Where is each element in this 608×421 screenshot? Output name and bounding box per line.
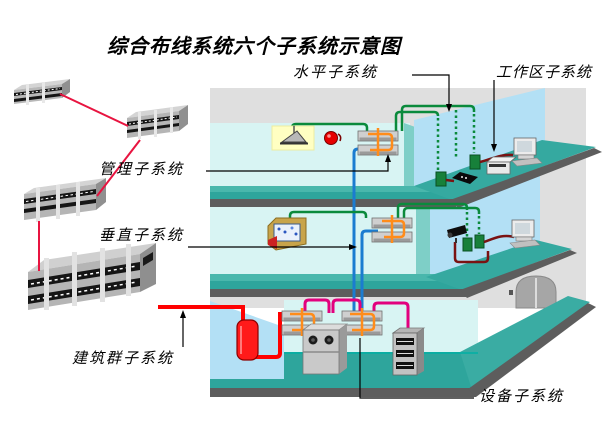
outlet bbox=[462, 237, 473, 252]
server-tower bbox=[391, 327, 426, 376]
leader-arrowheads bbox=[180, 104, 497, 318]
label-workarea-subsystem: 工作区子系统 bbox=[496, 63, 593, 81]
outlet bbox=[469, 154, 481, 170]
outlet bbox=[474, 234, 485, 249]
campus-entrance-cable bbox=[158, 305, 282, 359]
building-large-4 bbox=[28, 243, 156, 310]
printer bbox=[485, 156, 518, 175]
horizontal-cables bbox=[288, 104, 481, 237]
alarm-bell bbox=[324, 131, 342, 145]
equipment-cabinet bbox=[301, 323, 349, 375]
label-vertical-subsystem: 垂直子系统 bbox=[99, 226, 185, 244]
wiring-closet-device bbox=[267, 217, 307, 251]
equipment-room-cables bbox=[303, 298, 410, 330]
patch-panel-middle-floor bbox=[371, 215, 413, 243]
telephone bbox=[452, 172, 478, 184]
patch-panel-equipment-2 bbox=[341, 308, 383, 336]
building-medium-3 bbox=[24, 178, 106, 222]
label-campus-subsystem: 建筑群子系统 bbox=[72, 349, 175, 367]
building-small-1 bbox=[14, 79, 70, 105]
computer bbox=[511, 137, 543, 167]
label-management-subsystem: 管理子系统 bbox=[99, 160, 185, 178]
floor-top bbox=[210, 88, 602, 208]
work-area-cables bbox=[453, 234, 515, 264]
label-equipment-subsystem: 设备子系统 bbox=[479, 387, 565, 405]
entrance-door bbox=[509, 275, 557, 309]
work-area-middle bbox=[447, 219, 541, 264]
diagram-title: 综合布线系统六个子系统示意图 bbox=[107, 34, 401, 58]
label-horizontal-subsystem: 水平子系统 bbox=[293, 63, 379, 81]
outlet bbox=[435, 171, 447, 187]
building-small-2 bbox=[127, 105, 188, 139]
computer bbox=[509, 219, 541, 249]
security-camera bbox=[447, 225, 467, 243]
patch-panel-top-floor bbox=[357, 128, 399, 156]
ceiling-lamp bbox=[271, 125, 315, 151]
campus-link-cables bbox=[38, 93, 141, 271]
entrance-terminal bbox=[236, 319, 259, 361]
leader-lines bbox=[182, 74, 495, 399]
work-area-top bbox=[435, 137, 543, 187]
